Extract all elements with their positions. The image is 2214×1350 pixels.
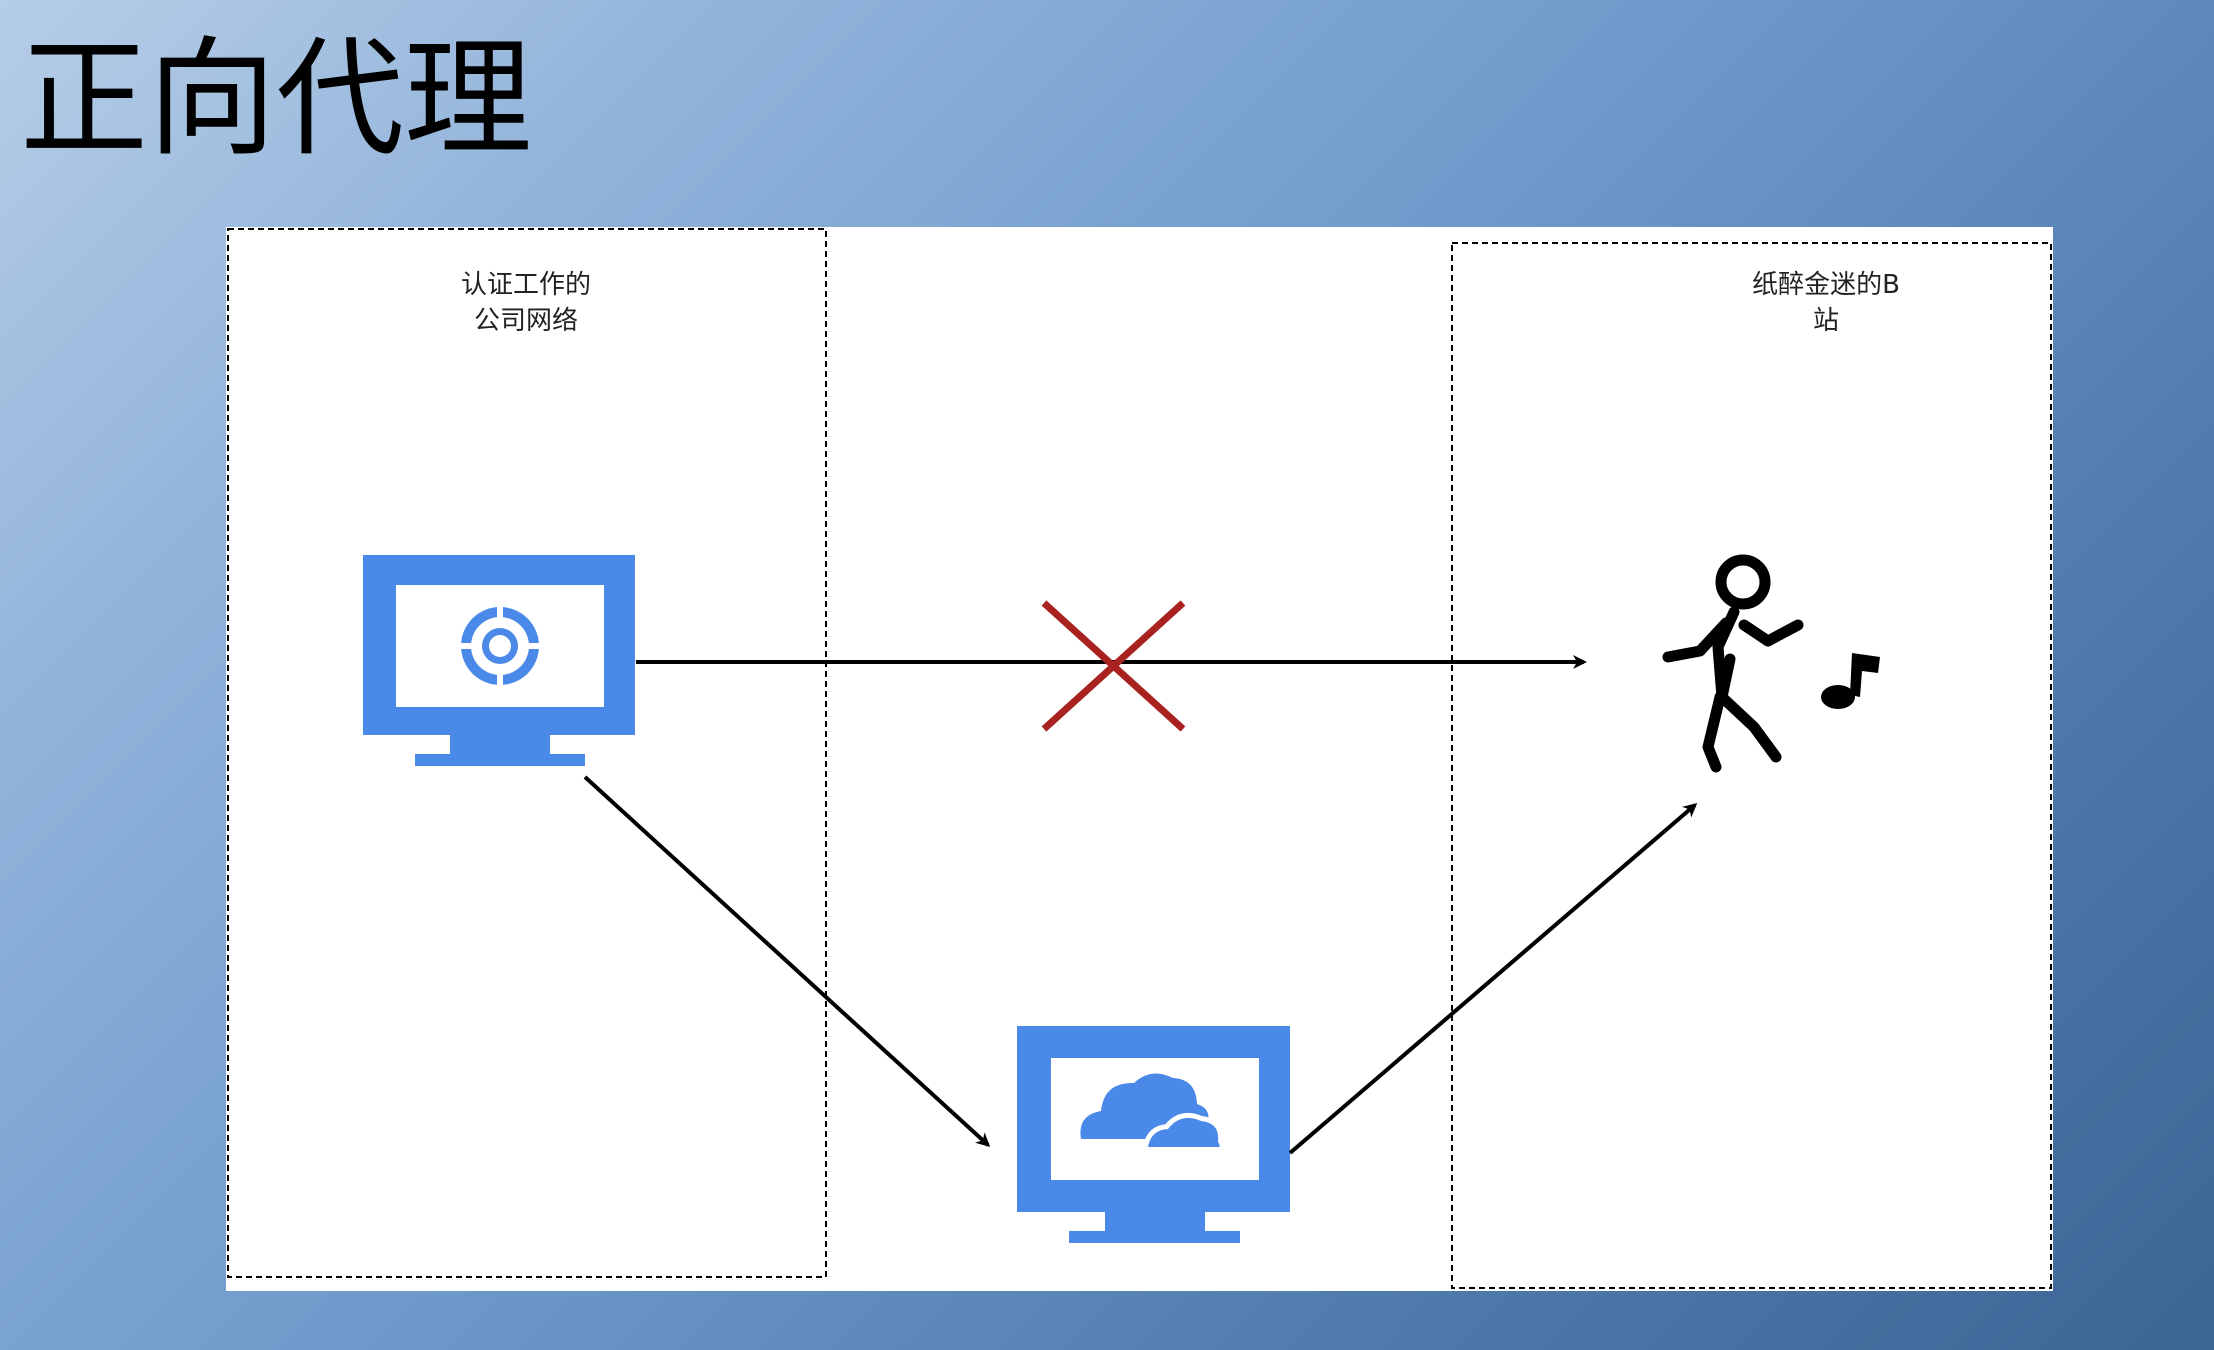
cloud-icon xyxy=(1080,1073,1225,1152)
zone-bilibili-label-line2: 站 xyxy=(1812,306,1839,336)
lifebuoy-icon xyxy=(459,605,541,687)
zone-company-network xyxy=(227,228,827,1278)
zone-company-label: 认证工作的 公司网络 xyxy=(326,267,726,339)
client-monitor xyxy=(363,555,635,766)
zone-bilibili xyxy=(1451,242,2052,1289)
blocked-x-mark xyxy=(1041,600,1186,732)
proxy-to-target-arrow xyxy=(1288,803,1698,1155)
diagram-canvas: 认证工作的 公司网络 纸醉金迷的B 站 xyxy=(226,227,2053,1291)
page-title: 正向代理 xyxy=(20,25,533,174)
diagram-svg xyxy=(227,228,2052,1289)
proxy-monitor xyxy=(1017,1026,1290,1243)
zone-company-label-line2: 公司网络 xyxy=(473,306,578,336)
music-note-icon xyxy=(1821,653,1880,709)
zone-bilibili-label-line1: 纸醉金迷的B xyxy=(1752,270,1900,300)
zone-company-label-line1: 认证工作的 xyxy=(460,270,591,300)
zone-bilibili-label: 纸醉金迷的B 站 xyxy=(1626,267,2026,339)
dancing-person-icon xyxy=(1662,554,1804,773)
client-to-proxy-arrow xyxy=(583,775,991,1148)
